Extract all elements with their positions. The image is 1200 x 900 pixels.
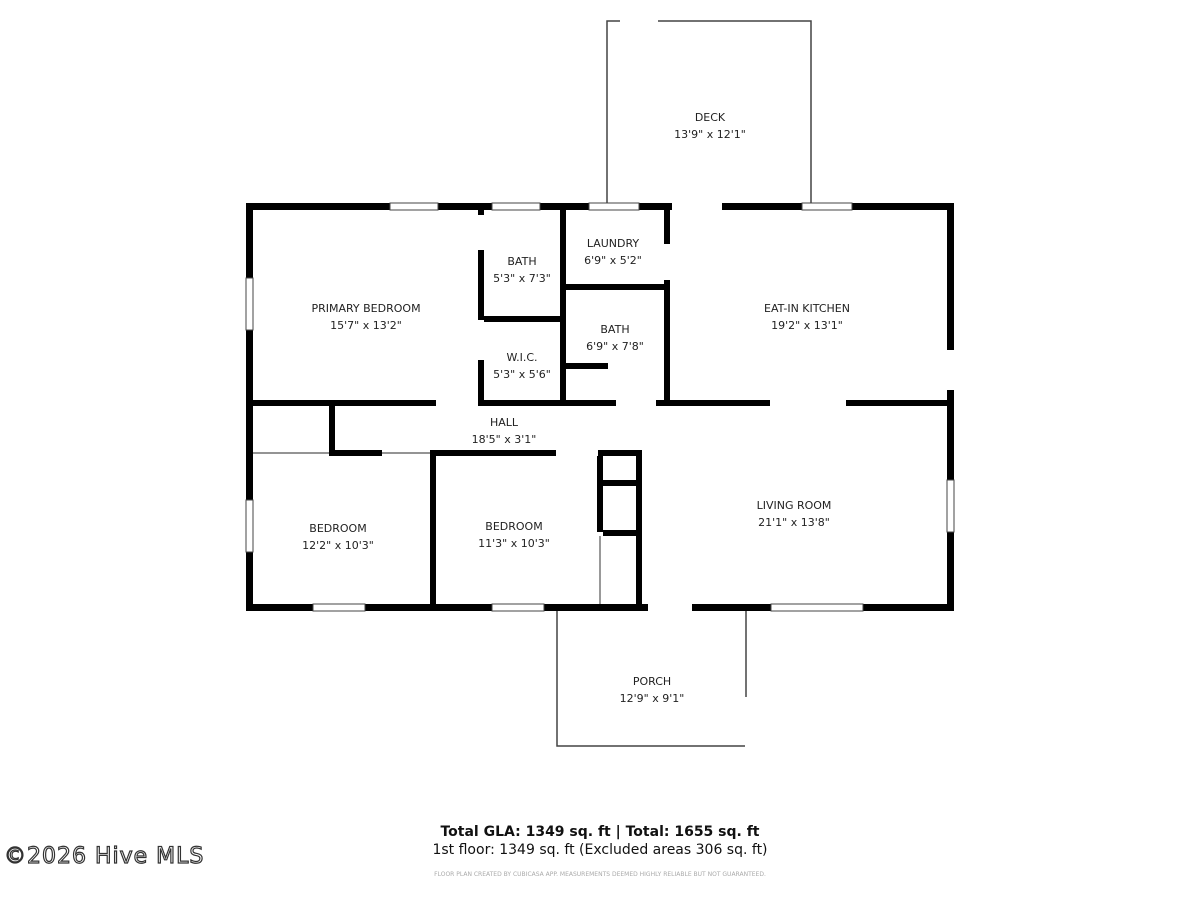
room-size: 5'3" x 5'6" xyxy=(493,368,551,381)
room-wic: W.I.C. 5'3" x 5'6" xyxy=(493,349,551,383)
room-name: LIVING ROOM xyxy=(756,499,832,512)
room-name: DECK xyxy=(694,111,726,124)
room-size: 12'9" x 9'1" xyxy=(619,692,685,705)
room-name: PORCH xyxy=(632,675,672,688)
total-area: Total GLA: 1349 sq. ft | Total: 1655 sq.… xyxy=(440,824,760,840)
room-size: 6'9" x 7'8" xyxy=(586,340,644,353)
room-name: EAT-IN KITCHEN xyxy=(764,302,850,315)
room-bedroom-1: BEDROOM 12'2" x 10'3" xyxy=(302,520,374,554)
watermark: ©2026 Hive MLS xyxy=(3,843,205,869)
room-bedroom-2: BEDROOM 11'3" x 10'3" xyxy=(478,518,550,552)
room-kitchen: EAT-IN KITCHEN 19'2" x 13'1" xyxy=(764,300,850,334)
room-laundry: LAUNDRY 6'9" x 5'2" xyxy=(584,235,642,269)
room-name: BEDROOM xyxy=(485,520,543,533)
room-name: PRIMARY BEDROOM xyxy=(311,302,421,315)
room-size: 18'5" x 3'1" xyxy=(471,433,537,446)
room-name: BATH xyxy=(507,255,537,268)
room-name: BEDROOM xyxy=(309,522,367,535)
room-name: W.I.C. xyxy=(506,351,538,364)
room-bath-1: BATH 5'3" x 7'3" xyxy=(493,253,551,287)
room-size: 13'9" x 12'1" xyxy=(674,128,746,141)
room-deck: DECK 13'9" x 12'1" xyxy=(674,109,746,143)
room-living-room: LIVING ROOM 21'1" x 13'8" xyxy=(757,497,832,531)
room-size: 12'2" x 10'3" xyxy=(302,539,374,552)
room-size: 5'3" x 7'3" xyxy=(493,272,551,285)
room-name: HALL xyxy=(489,416,519,429)
room-size: 11'3" x 10'3" xyxy=(478,537,550,550)
room-hall: HALL 18'5" x 3'1" xyxy=(472,414,537,448)
room-primary-bedroom: PRIMARY BEDROOM 15'7" x 13'2" xyxy=(311,300,420,334)
windows xyxy=(245,202,955,612)
room-porch: PORCH 12'9" x 9'1" xyxy=(620,673,685,707)
room-size: 19'2" x 13'1" xyxy=(771,319,843,332)
room-name: BATH xyxy=(600,323,630,336)
room-size: 21'1" x 13'8" xyxy=(758,516,830,529)
deck-porch-outline xyxy=(556,20,812,747)
disclaimer: FLOOR PLAN CREATED BY CUBICASA APP. MEAS… xyxy=(434,871,766,878)
room-size: 6'9" x 5'2" xyxy=(584,254,642,267)
room-bath-2: BATH 6'9" x 7'8" xyxy=(586,321,644,355)
openings xyxy=(253,452,601,604)
room-size: 15'7" x 13'2" xyxy=(330,319,402,332)
room-name: LAUNDRY xyxy=(586,237,640,250)
floor-area: 1st floor: 1349 sq. ft (Excluded areas 3… xyxy=(432,842,768,858)
